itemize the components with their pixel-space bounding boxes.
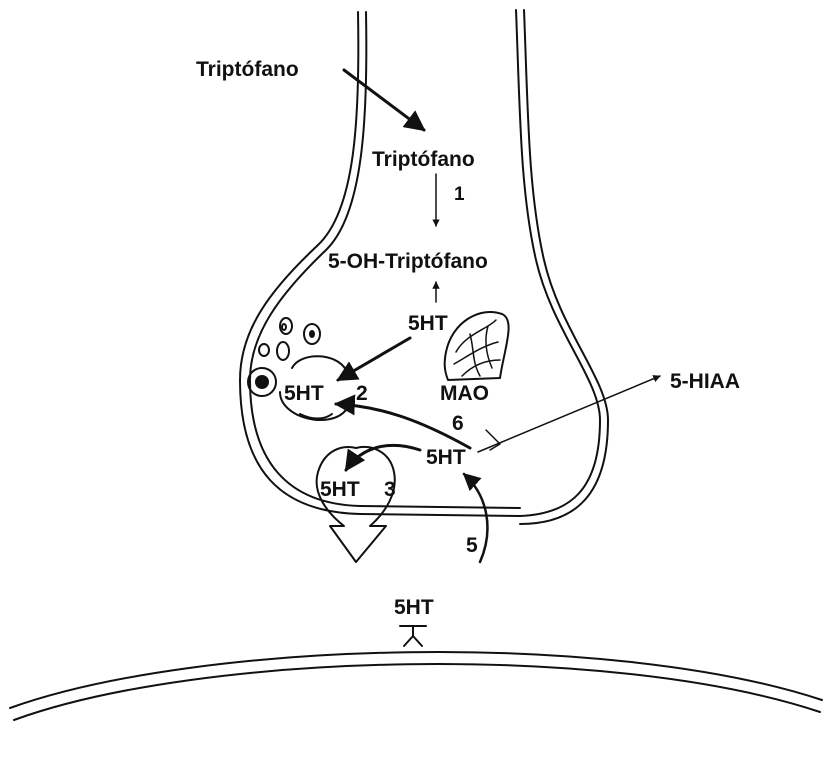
postsynaptic-membrane-outer: [10, 652, 822, 708]
label-step-2: 2: [356, 382, 368, 405]
presynaptic-membrane-right: [516, 10, 600, 516]
arrow-to-release: [346, 445, 420, 470]
label-serotonin-cytoplasm-bottom: 5HT: [426, 446, 466, 469]
arrow-to-storage: [338, 338, 410, 380]
label-step-5: 5: [466, 534, 478, 557]
label-serotonin-cytoplasm-top: 5HT: [408, 312, 448, 335]
label-serotonin-receptor: 5HT: [394, 596, 434, 619]
label-hydroxytryptophan: 5-OH-Triptófano: [328, 250, 488, 273]
arrow-from-storage: [336, 404, 470, 448]
mitochondrion-icon: [445, 312, 509, 380]
label-serotonin-vesicle: 5HT: [284, 382, 324, 405]
receptor-icon: [400, 626, 426, 646]
postsynaptic-membrane: [10, 652, 822, 720]
label-step-3: 3: [384, 478, 396, 501]
label-step-6: 6: [452, 412, 464, 435]
presynaptic-membrane-right-inner: [520, 10, 608, 524]
label-serotonin-release: 5HT: [320, 478, 360, 501]
label-tryptophan-inside: Triptófano: [372, 148, 475, 171]
release-vesicle-icon: [317, 447, 395, 562]
arrow-to-hiaa: [478, 376, 660, 452]
label-hiaa: 5-HIAA: [670, 370, 740, 393]
postsynaptic-membrane-inner: [14, 664, 820, 720]
label-tryptophan-outside: Triptófano: [196, 58, 299, 81]
label-mao: MAO: [440, 382, 489, 405]
label-step-1: 1: [454, 184, 465, 205]
